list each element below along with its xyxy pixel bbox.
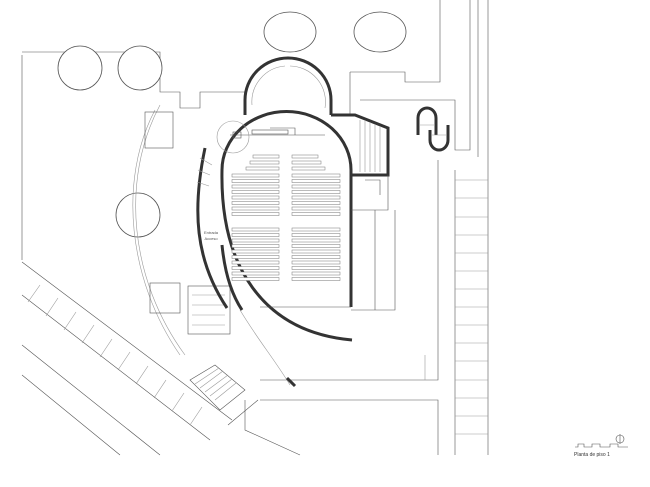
pew: [291, 260, 341, 265]
pew: [231, 173, 280, 178]
pew: [249, 160, 280, 165]
pew: [231, 201, 280, 205]
pew: [291, 154, 319, 159]
north-arrow-icon: [615, 434, 625, 444]
pew: [231, 233, 280, 237]
pew: [291, 212, 341, 216]
pew: [291, 166, 326, 171]
tree: [57, 45, 103, 91]
pew: [231, 190, 280, 194]
apse-wall: [243, 56, 333, 115]
entry-stairs: [189, 364, 246, 411]
room-label-line1: Entrada: [203, 230, 218, 235]
pew: [291, 206, 341, 211]
pew: [291, 201, 341, 205]
pew: [291, 238, 341, 243]
pews: [231, 154, 341, 281]
pew: [291, 271, 341, 276]
pew: [291, 244, 341, 248]
pew: [231, 249, 280, 254]
pew: [291, 160, 322, 165]
tree: [117, 45, 163, 91]
pew: [291, 227, 341, 232]
spiral-stair-top: [416, 106, 438, 135]
pew: [231, 266, 280, 270]
pew: [291, 179, 341, 183]
annex-wall: [331, 113, 390, 177]
tree: [353, 11, 407, 53]
room-label-line2: Acceso: [204, 236, 218, 241]
pew: [231, 179, 280, 183]
pew: [291, 195, 341, 200]
nave-wall: [220, 110, 353, 342]
pew: [231, 255, 280, 259]
pew: [231, 277, 280, 281]
pew: [231, 195, 280, 200]
pew: [231, 227, 280, 232]
pew: [231, 238, 280, 243]
pew: [291, 190, 341, 194]
pew: [231, 260, 280, 265]
pew: [291, 173, 341, 178]
pew: [231, 206, 280, 211]
outer-curved-wall: [196, 147, 229, 309]
pew: [231, 212, 280, 216]
room-label: Entrada Acceso: [196, 230, 226, 242]
drawing-caption: Planta de piso 1: [574, 452, 610, 458]
planters: [144, 111, 231, 335]
baptistery-circle: [216, 120, 250, 154]
pew: [252, 154, 280, 159]
pew: [291, 266, 341, 270]
pew: [231, 184, 280, 189]
trees: [57, 11, 407, 238]
pew: [291, 277, 341, 281]
site-lines: [21, 0, 489, 456]
spiral-stair-bottom: [428, 125, 450, 152]
scale-bar-icon: [575, 443, 628, 448]
parking-area: [21, 261, 259, 456]
pew: [231, 244, 280, 248]
tree: [115, 192, 161, 238]
pew: [291, 184, 341, 189]
pew: [231, 271, 280, 276]
pew: [245, 166, 280, 171]
tree: [263, 11, 317, 53]
pew: [291, 233, 341, 237]
plaza-arc: [135, 104, 186, 356]
pew: [291, 255, 341, 259]
altar: [251, 129, 289, 135]
pew: [291, 249, 341, 254]
